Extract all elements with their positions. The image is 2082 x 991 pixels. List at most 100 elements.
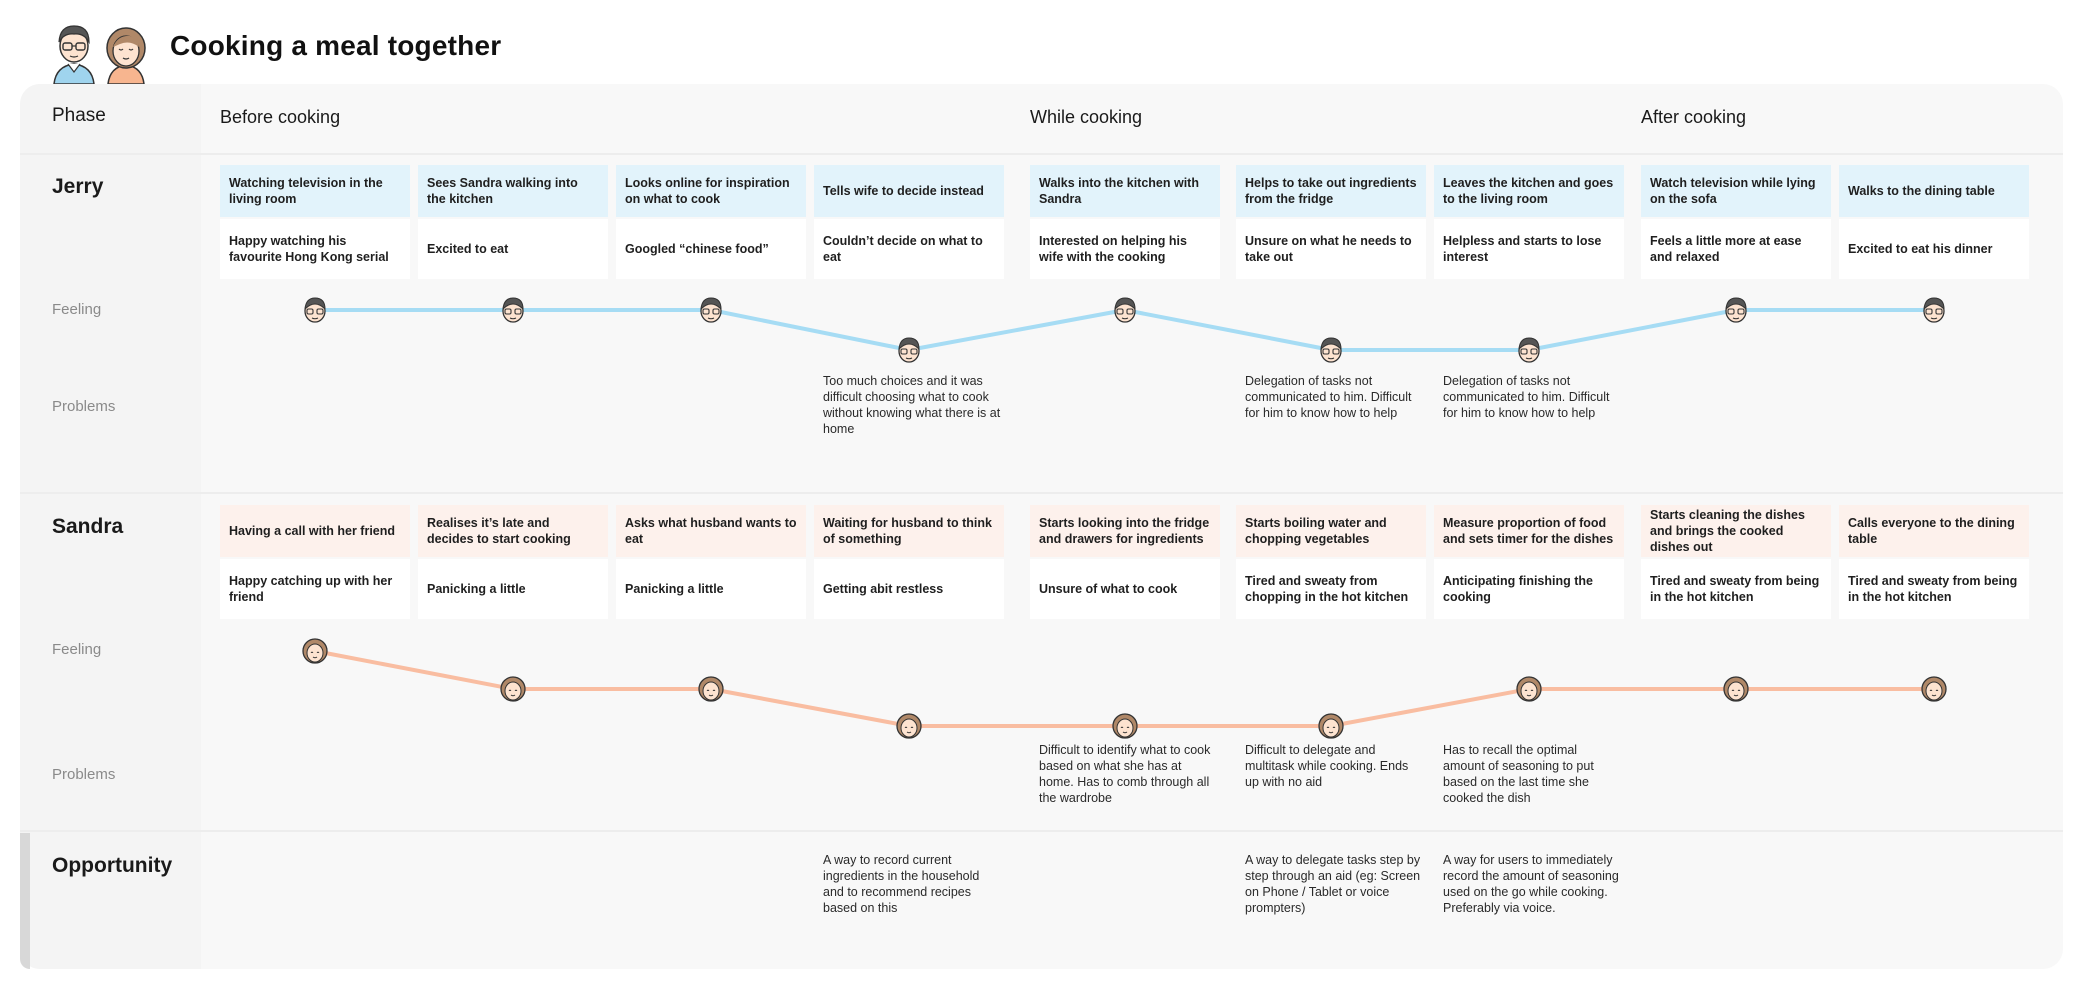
jerry-action-card-text: Watch television while lying on the sofa	[1650, 176, 1816, 206]
jerry-thought-card-text: Happy watching his favourite Hong Kong s…	[229, 234, 389, 264]
sandra-action-card-text: Starts looking into the fridge and drawe…	[1039, 516, 1210, 546]
sandra-thought-card: Unsure of what to cook	[1030, 559, 1220, 619]
jerry-problem-note: Delegation of tasks not communicated to …	[1443, 374, 1610, 420]
sandra-action-card: Having a call with her friend	[220, 505, 410, 557]
jerry-problem-note: Delegation of tasks not communicated to …	[1245, 374, 1412, 420]
jerry-face-icon	[1923, 297, 1945, 323]
sandra-face-icon	[1318, 713, 1344, 739]
divider	[20, 153, 2063, 155]
opportunity-note: A way to record current ingredients in t…	[823, 853, 980, 915]
phase-before-cooking: Before cooking	[220, 107, 341, 127]
divider	[20, 830, 2063, 832]
sandra-face-icon	[698, 676, 724, 702]
phase-after-cooking: After cooking	[1641, 107, 1747, 127]
opportunity-note: A way for users to immediately record th…	[1443, 853, 1619, 915]
sandra-problem-note: Difficult to identify what to cook based…	[1039, 743, 1211, 805]
jerry-action-card-text: Watching television in the living room	[229, 176, 383, 206]
sandra-thought-card-text: Tired and sweaty from chopping in the ho…	[1245, 574, 1409, 604]
sandra-thought-card: Panicking a little	[616, 559, 806, 619]
sandra-face-icon	[1921, 676, 1947, 702]
phase-while-cooking: While cooking	[1030, 107, 1143, 127]
row-label-jerry-problems: Problems	[52, 398, 116, 415]
jerry-thought-card-text: Interested on helping his wife with the …	[1039, 234, 1187, 264]
sandra-action-card-text: Calls everyone to the dining table	[1848, 516, 2015, 546]
sandra-face-icon	[896, 713, 922, 739]
sandra-action-card: Asks what husband wants to eat	[616, 505, 806, 557]
jerry-action-card-text: Looks online for inspiration on what to …	[625, 176, 790, 206]
jerry-face-icon	[1725, 297, 1747, 323]
jerry-action-card: Walks to the dining table	[1839, 165, 2029, 217]
sandra-face-icon	[1723, 676, 1749, 702]
sandra-thought-card: Tired and sweaty from being in the hot k…	[1641, 559, 1831, 619]
jerry-thought-card: Couldn’t decide on what to eat	[814, 219, 1004, 279]
jerry-action-card-text: Walks to the dining table	[1848, 184, 1995, 198]
jerry-thought-card-text: Excited to eat	[427, 242, 509, 256]
jerry-action-card: Sees Sandra walking into the kitchen	[418, 165, 608, 217]
jerry-problem-note: Too much choices and it was difficult ch…	[823, 374, 1001, 436]
jerry-thought-card-text: Unsure on what he needs to take out	[1245, 234, 1412, 264]
jerry-thought-card: Googled “chinese food”	[616, 219, 806, 279]
sandra-problem-note: Difficult to delegate and multitask whil…	[1245, 743, 1409, 789]
sandra-thought-card: Getting abit restless	[814, 559, 1004, 619]
jerry-face-icon	[1518, 337, 1540, 363]
sandra-thought-card-text: Unsure of what to cook	[1039, 582, 1178, 596]
sandra-thought-card: Tired and sweaty from chopping in the ho…	[1236, 559, 1426, 619]
sandra-action-card: Waiting for husband to think of somethin…	[814, 505, 1004, 557]
opportunity-accent	[20, 833, 30, 969]
sandra-action-card: Starts cleaning the dishes and brings th…	[1641, 505, 1831, 557]
sandra-thought-card-text: Tired and sweaty from being in the hot k…	[1848, 574, 2018, 604]
sandra-action-card-text: Having a call with her friend	[229, 524, 396, 538]
jerry-action-card-text: Leaves the kitchen and goes to the livin…	[1443, 176, 1614, 206]
sandra-problem-note: Has to recall the optimal amount of seas…	[1443, 743, 1594, 805]
jerry-action-card: Watch television while lying on the sofa	[1641, 165, 1831, 217]
sandra-thought-card: Anticipating finishing the cooking	[1434, 559, 1624, 619]
opportunity-note: A way to delegate tasks step by step thr…	[1245, 853, 1421, 915]
jerry-thought-card-text: Excited to eat his dinner	[1848, 242, 1993, 256]
jerry-action-card: Watching television in the living room	[220, 165, 410, 217]
persona-avatars	[50, 20, 154, 89]
sandra-action-card-text: Measure proportion of food and sets time…	[1443, 516, 1614, 546]
row-label-sandra: Sandra	[52, 515, 124, 538]
jerry-action-card-text: Sees Sandra walking into the kitchen	[427, 176, 578, 206]
jerry-face-icon	[304, 297, 326, 323]
sandra-action-card: Calls everyone to the dining table	[1839, 505, 2029, 557]
jerry-face-icon	[502, 297, 524, 323]
jerry-thought-card: Unsure on what he needs to take out	[1236, 219, 1426, 279]
jerry-thought-card: Helpless and starts to lose interest	[1434, 219, 1624, 279]
jerry-action-card-text: Walks into the kitchen with Sandra	[1039, 176, 1199, 206]
row-label-opportunity: Opportunity	[52, 854, 173, 877]
row-label-column	[20, 84, 201, 969]
sandra-face-icon	[302, 638, 328, 664]
jerry-thought-card: Excited to eat	[418, 219, 608, 279]
sandra-thought-card-text: Tired and sweaty from being in the hot k…	[1650, 574, 1820, 604]
sandra-thought-card-text: Anticipating finishing the cooking	[1443, 574, 1593, 604]
sandra-thought-card: Tired and sweaty from being in the hot k…	[1839, 559, 2029, 619]
jerry-action-card-text: Helps to take out ingredients from the f…	[1245, 176, 1417, 206]
jerry-action-card: Tells wife to decide instead	[814, 165, 1004, 217]
jerry-thought-card: Interested on helping his wife with the …	[1030, 219, 1220, 279]
jerry-action-card: Helps to take out ingredients from the f…	[1236, 165, 1426, 217]
sandra-thought-card-text: Getting abit restless	[823, 582, 944, 596]
sandra-face-icon	[1516, 676, 1542, 702]
jerry-action-card-text: Tells wife to decide instead	[823, 184, 984, 198]
sandra-thought-card-text: Panicking a little	[427, 582, 526, 596]
sandra-face-icon	[1112, 713, 1138, 739]
jerry-face-icon	[898, 337, 920, 363]
sandra-action-card: Measure proportion of food and sets time…	[1434, 505, 1624, 557]
jerry-thought-card: Happy watching his favourite Hong Kong s…	[220, 219, 410, 279]
sandra-thought-card-text: Happy catching up with her friend	[229, 574, 393, 604]
row-label-sandra-feeling: Feeling	[52, 641, 102, 658]
jerry-face-icon	[1114, 297, 1136, 323]
jerry-face-icon	[700, 297, 722, 323]
jerry-face-icon	[1320, 337, 1342, 363]
page-title: Cooking a meal together	[170, 30, 502, 61]
sandra-thought-card: Happy catching up with her friend	[220, 559, 410, 619]
sandra-face-icon	[500, 676, 526, 702]
row-label-sandra-problems: Problems	[52, 766, 116, 783]
sandra-action-card: Starts looking into the fridge and drawe…	[1030, 505, 1220, 557]
row-label-phase: Phase	[52, 105, 106, 126]
sandra-thought-card-text: Panicking a little	[625, 582, 724, 596]
jerry-action-card: Walks into the kitchen with Sandra	[1030, 165, 1220, 217]
sandra-action-card-text: Realises it’s late and decides to start …	[427, 516, 571, 546]
jerry-action-card: Leaves the kitchen and goes to the livin…	[1434, 165, 1624, 217]
